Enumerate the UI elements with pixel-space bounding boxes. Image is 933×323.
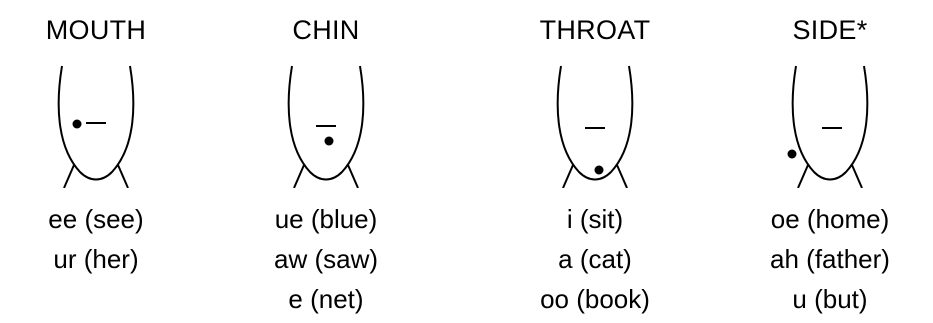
placement-title: MOUTH — [0, 14, 196, 46]
placement-dot — [325, 137, 334, 146]
placement-column-side: SIDE* oe (home) ah (father) u (but) — [730, 0, 930, 323]
neck-right-line — [852, 165, 862, 188]
vowel-examples: i (sit) a (cat) oo (book) — [495, 199, 695, 319]
face-outline — [44, 62, 148, 188]
placement-title: CHIN — [226, 14, 426, 46]
vowel-example: ur (her) — [0, 239, 196, 279]
neck-right-line — [617, 165, 627, 188]
neck-left-line — [294, 165, 304, 188]
vowel-example: i (sit) — [495, 199, 695, 239]
face-jaw-line — [289, 66, 364, 180]
vowel-example: e (net) — [226, 279, 426, 319]
placement-column-throat: THROAT i (sit) a (cat) oo (book) — [495, 0, 695, 323]
vowel-examples: ue (blue) aw (saw) e (net) — [226, 199, 426, 319]
neck-left-line — [563, 165, 573, 188]
placement-title: THROAT — [495, 14, 695, 46]
vowel-examples: ee (see) ur (her) — [0, 199, 196, 279]
placement-dot — [788, 150, 797, 159]
vowel-example: ue (blue) — [226, 199, 426, 239]
face-outline — [778, 62, 882, 188]
vowel-example: a (cat) — [495, 239, 695, 279]
placement-dot — [595, 166, 604, 175]
neck-right-line — [348, 165, 358, 188]
vowel-example: oo (book) — [495, 279, 695, 319]
face-jaw-line — [793, 66, 868, 180]
face-outline — [543, 62, 647, 188]
face-outline — [274, 62, 378, 188]
vowel-examples: oe (home) ah (father) u (but) — [730, 199, 930, 319]
vowel-example: ah (father) — [730, 239, 930, 279]
face-diagram-mouth — [44, 62, 148, 188]
placement-column-mouth: MOUTH ee (see) ur (her) — [0, 0, 196, 323]
neck-left-line — [798, 165, 808, 188]
placement-dot — [73, 120, 82, 129]
neck-right-line — [118, 165, 128, 188]
placement-title: SIDE* — [730, 14, 930, 46]
face-diagram-side — [778, 62, 882, 188]
face-jaw-line — [558, 66, 633, 180]
face-diagram-chin — [274, 62, 378, 188]
placement-column-chin: CHIN ue (blue) aw (saw) e (net) — [226, 0, 426, 323]
vowel-example: oe (home) — [730, 199, 930, 239]
face-diagram-throat — [543, 62, 647, 188]
neck-left-line — [64, 165, 74, 188]
vowel-example: ee (see) — [0, 199, 196, 239]
vowel-example: aw (saw) — [226, 239, 426, 279]
vowel-example: u (but) — [730, 279, 930, 319]
